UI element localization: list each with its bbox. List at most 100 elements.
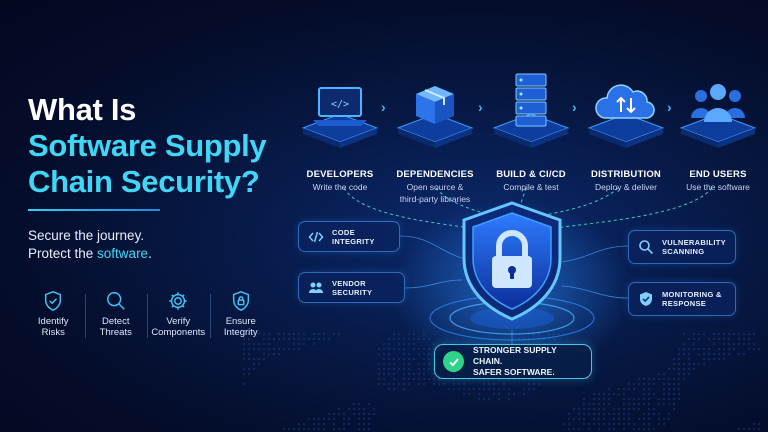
- map-dot: [272, 347, 276, 351]
- map-dot: [647, 417, 651, 421]
- map-dot: [437, 382, 441, 386]
- map-dot: [402, 362, 406, 366]
- map-dot: [637, 402, 641, 406]
- map-dot: [302, 342, 306, 346]
- map-dot: [402, 352, 406, 356]
- map-dot: [637, 407, 641, 411]
- map-dot: [687, 372, 691, 376]
- map-dot: [407, 372, 411, 376]
- map-dot: [672, 367, 676, 371]
- map-dot: [352, 402, 356, 406]
- map-dot: [687, 352, 691, 356]
- map-dot: [432, 377, 436, 381]
- map-dot: [407, 357, 411, 361]
- map-dot: [342, 427, 346, 431]
- map-dot: [632, 427, 636, 431]
- map-dot: [622, 412, 626, 416]
- map-dot: [622, 422, 626, 426]
- benefit-label: Threats: [99, 327, 132, 338]
- map-dot: [502, 387, 506, 391]
- map-dot: [332, 427, 336, 431]
- magnifier-icon: [106, 292, 125, 310]
- map-dot: [722, 357, 726, 361]
- map-dot: [422, 377, 426, 381]
- map-dot: [697, 362, 701, 366]
- map-dot: [712, 357, 716, 361]
- map-dot: [697, 347, 701, 351]
- map-dot: [392, 382, 396, 386]
- map-dot: [482, 397, 486, 401]
- map-dot: [262, 337, 266, 341]
- map-dot: [267, 332, 271, 336]
- map-dot: [622, 407, 626, 411]
- map-dot: [652, 382, 656, 386]
- benefit-label: Components: [151, 327, 206, 338]
- map-dot: [277, 332, 281, 336]
- map-dot: [637, 382, 641, 386]
- map-dot: [737, 337, 741, 341]
- map-dot: [592, 392, 596, 396]
- benefit-label: Verify: [166, 316, 191, 327]
- map-dot: [252, 357, 256, 361]
- map-dot: [417, 367, 421, 371]
- map-dot: [682, 367, 686, 371]
- map-dot: [677, 392, 681, 396]
- map-dot: [382, 377, 386, 381]
- map-dot: [357, 412, 361, 416]
- map-dot: [402, 382, 406, 386]
- card-label-group: MONITORING & RESPONSE: [662, 290, 722, 308]
- map-dot: [587, 402, 591, 406]
- map-dot: [662, 397, 666, 401]
- map-dot: [737, 332, 741, 336]
- map-dot: [647, 397, 651, 401]
- map-dot: [592, 417, 596, 421]
- map-dot: [662, 377, 666, 381]
- map-dot: [387, 387, 391, 391]
- map-dot: [287, 332, 291, 336]
- map-dot: [312, 342, 316, 346]
- map-dot: [567, 427, 571, 431]
- map-dot: [687, 347, 691, 351]
- map-dot: [747, 427, 751, 431]
- map-dot: [257, 332, 261, 336]
- map-dot: [532, 382, 536, 386]
- map-dot: [412, 372, 416, 376]
- map-dot: [637, 377, 641, 381]
- map-dot: [577, 417, 581, 421]
- svg-text:</>: </>: [331, 99, 349, 110]
- map-dot: [692, 347, 696, 351]
- map-dot: [682, 362, 686, 366]
- map-dot: [642, 402, 646, 406]
- map-dot: [427, 377, 431, 381]
- map-dot: [687, 357, 691, 361]
- map-dot: [387, 337, 391, 341]
- map-dot: [667, 387, 671, 391]
- map-dot: [742, 332, 746, 336]
- map-dot: [612, 422, 616, 426]
- map-dot: [572, 417, 576, 421]
- map-dot: [272, 337, 276, 341]
- map-dot: [592, 412, 596, 416]
- map-dot: [387, 372, 391, 376]
- map-dot: [407, 382, 411, 386]
- tagline-line-1: Secure the journey.: [28, 228, 145, 243]
- map-dot: [327, 412, 331, 416]
- map-dot: [592, 397, 596, 401]
- map-dot: [642, 427, 646, 431]
- map-dot: [242, 372, 246, 376]
- map-dot: [482, 387, 486, 391]
- map-dot: [627, 412, 631, 416]
- map-dot: [392, 387, 396, 391]
- map-dot: [362, 407, 366, 411]
- map-dot: [607, 402, 611, 406]
- map-dot: [422, 372, 426, 376]
- map-dot: [597, 392, 601, 396]
- map-dot: [347, 422, 351, 426]
- map-dot: [672, 402, 676, 406]
- map-dot: [602, 407, 606, 411]
- map-dot: [457, 382, 461, 386]
- map-dot: [387, 347, 391, 351]
- map-dot: [292, 342, 296, 346]
- stage-name: DISTRIBUTION: [591, 169, 661, 180]
- map-dot: [382, 357, 386, 361]
